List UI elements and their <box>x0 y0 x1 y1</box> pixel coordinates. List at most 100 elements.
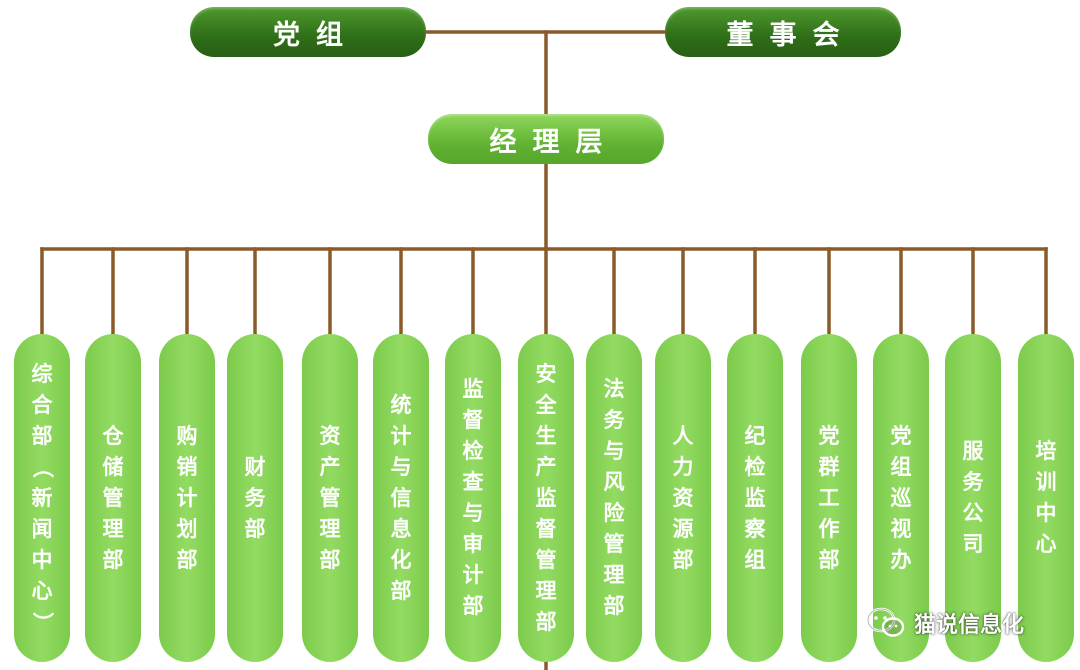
department-char: 部 <box>535 609 557 634</box>
party-group-box: 党组 <box>190 7 426 57</box>
department-char: 部 <box>244 516 266 541</box>
department-char: 办 <box>890 547 912 572</box>
department-char: 与 <box>603 439 625 463</box>
department-char: 检 <box>744 454 766 479</box>
department-char: 新 <box>31 485 53 510</box>
department-char: 监 <box>462 377 484 401</box>
watermark: 猫说信息化 <box>866 606 1024 640</box>
department-box: 人力资源部 <box>655 334 711 662</box>
department-char: 信 <box>390 485 412 510</box>
department-box: 仓储管理部 <box>85 334 141 662</box>
department-char: （ <box>30 456 55 478</box>
department-char: 部 <box>176 547 198 572</box>
department-char: 管 <box>319 485 341 510</box>
department-box: 服务公司 <box>945 334 1001 662</box>
department-char: 统 <box>390 392 412 417</box>
department-char: 理 <box>102 516 124 541</box>
department-char: 综 <box>31 361 53 386</box>
department-char: 党 <box>818 423 840 448</box>
department-char: 务 <box>244 485 266 510</box>
department-char: 审 <box>462 532 484 556</box>
department-char: 与 <box>390 454 412 479</box>
department-char: 险 <box>603 501 625 525</box>
department-char: 作 <box>818 516 840 541</box>
department-char: 组 <box>890 454 912 479</box>
department-char: 巡 <box>890 485 912 510</box>
department-char: 服 <box>962 439 984 463</box>
department-char: 销 <box>176 454 198 479</box>
department-char: 公 <box>962 501 984 525</box>
department-char: 部 <box>319 547 341 572</box>
department-char: 督 <box>535 516 557 541</box>
department-box: 财务部 <box>227 334 283 662</box>
department-char: 部 <box>672 547 694 572</box>
department-char: 心 <box>1035 532 1057 556</box>
board-of-directors-box: 董事会 <box>665 7 901 57</box>
department-char: 生 <box>535 423 557 448</box>
department-char: 部 <box>102 547 124 572</box>
management-box: 经理层 <box>428 114 664 164</box>
department-box: 法务与风险管理部 <box>586 334 642 662</box>
department-char: 计 <box>390 423 412 448</box>
department-char: 部 <box>818 547 840 572</box>
department-char: 储 <box>102 454 124 479</box>
department-char: 理 <box>319 516 341 541</box>
department-box: 党群工作部 <box>801 334 857 662</box>
department-char: 司 <box>962 532 984 556</box>
watermark-text: 猫说信息化 <box>914 613 1025 638</box>
department-box: 购销计划部 <box>159 334 215 662</box>
department-char: 计 <box>462 563 484 587</box>
department-char: 产 <box>319 454 341 479</box>
department-char: 组 <box>744 547 766 572</box>
department-box: 监督检查与审计部 <box>445 334 501 662</box>
department-char: 监 <box>744 485 766 510</box>
department-char: 中 <box>31 547 53 572</box>
department-char: 划 <box>176 516 198 541</box>
department-box: 党组巡视办 <box>873 334 929 662</box>
department-char: 理 <box>603 563 625 587</box>
department-box: 安全生产监督管理部 <box>518 334 574 662</box>
department-char: 管 <box>603 532 625 556</box>
department-char: 部 <box>603 594 625 618</box>
department-char: 督 <box>462 408 484 432</box>
department-char: 资 <box>672 485 694 510</box>
department-char: 部 <box>390 578 412 603</box>
department-char: 风 <box>603 470 625 494</box>
department-char: 工 <box>818 485 840 510</box>
department-box: 综合部（新闻中心） <box>14 334 70 662</box>
department-char: 管 <box>102 485 124 510</box>
department-char: 察 <box>744 516 766 541</box>
department-char: 心 <box>31 578 53 603</box>
department-char: 仓 <box>102 423 124 448</box>
department-char: 产 <box>535 454 557 479</box>
department-char: 务 <box>603 408 625 432</box>
department-char: 力 <box>672 454 694 479</box>
department-char: 源 <box>672 516 694 541</box>
department-char: 与 <box>462 501 484 525</box>
department-char: 监 <box>535 485 557 510</box>
department-char: 群 <box>818 454 840 479</box>
department-char: 查 <box>462 470 484 494</box>
department-char: 全 <box>535 392 557 417</box>
department-char: 理 <box>535 578 557 603</box>
department-char: 视 <box>890 516 912 541</box>
department-char: 检 <box>462 439 484 463</box>
department-char: 化 <box>390 547 412 572</box>
department-char: 计 <box>176 485 198 510</box>
wechat-icon <box>866 607 905 637</box>
department-char: 管 <box>535 547 557 572</box>
department-char: 法 <box>603 377 625 401</box>
department-char: 纪 <box>744 423 766 448</box>
department-char: 购 <box>176 423 198 448</box>
department-char: 务 <box>962 470 984 494</box>
department-char: 人 <box>672 423 694 448</box>
department-box: 资产管理部 <box>302 334 358 662</box>
department-char: 部 <box>31 423 53 448</box>
department-char: 中 <box>1035 501 1057 525</box>
department-box: 培训中心 <box>1018 334 1074 662</box>
department-char: 息 <box>390 516 412 541</box>
department-char: 培 <box>1035 439 1057 463</box>
department-char: 党 <box>890 423 912 448</box>
department-char: 闻 <box>31 516 53 541</box>
